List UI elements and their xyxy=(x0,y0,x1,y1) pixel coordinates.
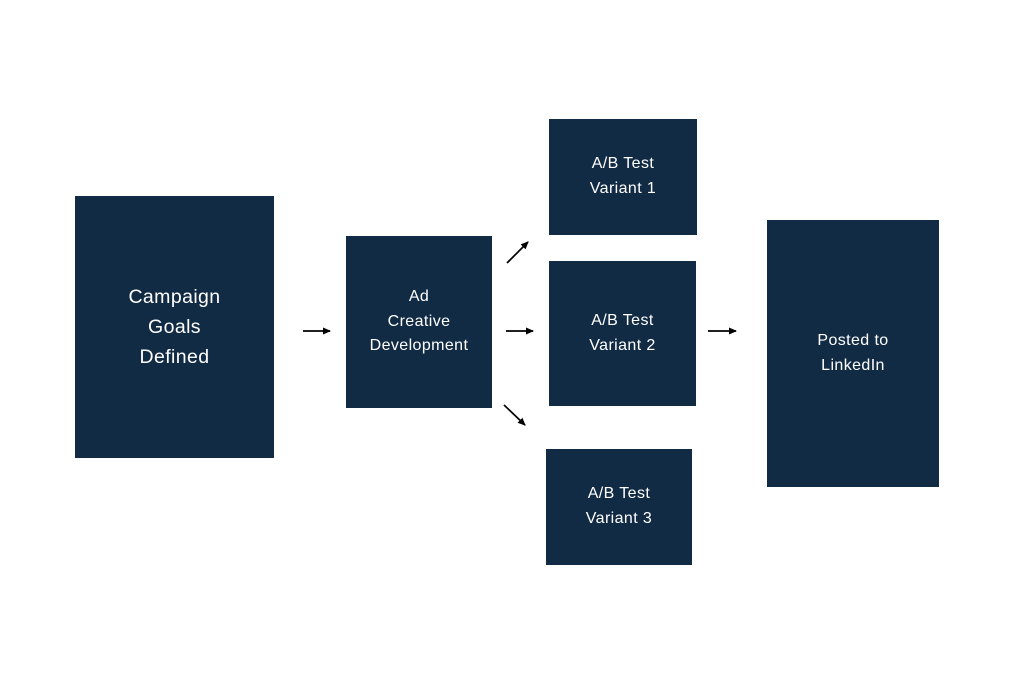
flow-node-ab-test-variant-3: A/B Test Variant 3 xyxy=(546,449,692,565)
flow-node-ab-test-variant-1-label: A/B Test Variant 1 xyxy=(589,155,657,197)
arrow-creative-to-variant3 xyxy=(503,404,526,426)
flow-node-ab-test-variant-3-label: A/B Test Variant 3 xyxy=(585,485,653,527)
flow-node-campaign-goals: Campaign Goals Defined xyxy=(75,196,274,458)
flow-node-ab-test-variant-1: A/B Test Variant 1 xyxy=(549,119,697,235)
flow-node-campaign-goals-label: Campaign Goals Defined xyxy=(128,285,221,369)
flow-node-ab-test-variant-2: A/B Test Variant 2 xyxy=(549,261,696,406)
flow-node-ad-creative-label: Ad Creative Development xyxy=(369,287,469,355)
flow-node-posted-to-linkedin-label: Posted to LinkedIn xyxy=(817,331,889,374)
flow-node-posted-to-linkedin: Posted to LinkedIn xyxy=(767,220,939,487)
flow-node-ab-test-variant-2-label: A/B Test Variant 2 xyxy=(589,311,656,354)
flow-node-ad-creative: Ad Creative Development xyxy=(346,236,492,408)
arrow-creative-to-variant1 xyxy=(506,241,529,264)
